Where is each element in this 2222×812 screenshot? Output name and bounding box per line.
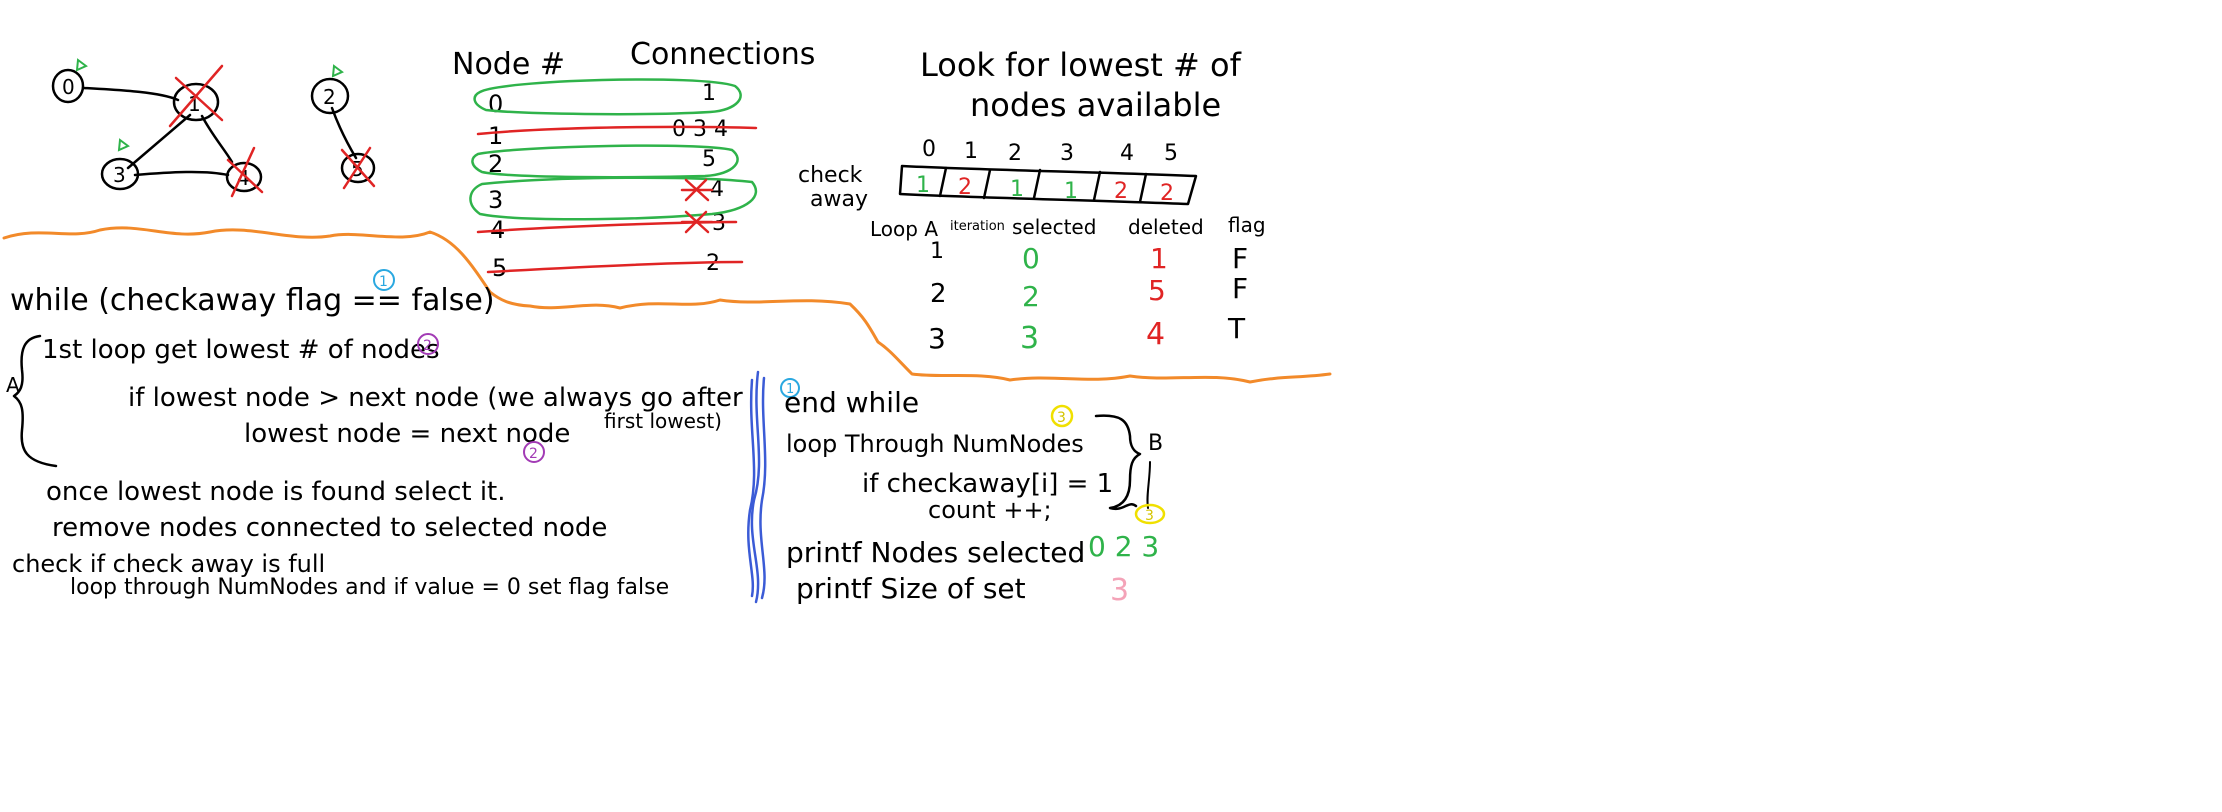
loop-row-3-flag: T <box>1227 312 1246 345</box>
code-end-while: end while <box>784 386 919 419</box>
cyan-marker-1b-label: 1 <box>786 382 794 397</box>
code-printf-1: printf Nodes selected <box>786 536 1085 569</box>
checkaway-cell-5: 2 <box>1160 181 1174 206</box>
loop-row-2-selected: 2 <box>1022 280 1040 313</box>
purple-marker-2b-label: 2 <box>529 446 538 462</box>
graph-a-node-0: 0 <box>62 75 75 99</box>
loop-row-1-selected: 0 <box>1022 242 1040 275</box>
lookfor-line-2: nodes available <box>970 86 1221 124</box>
loop-table: Loop A iteration selected deleted flag 1… <box>870 213 1266 356</box>
code-remove-line: remove nodes connected to selected node <box>52 513 607 543</box>
table-row-4-conn: 3 <box>712 211 726 236</box>
table-row-3-conn: 4 <box>710 177 724 202</box>
purple-marker-2a <box>417 333 439 355</box>
code-right-count-line: count ++; <box>928 496 1052 524</box>
deleted-row-strikes <box>476 125 758 274</box>
loop-header-deleted: deleted <box>1128 215 1204 239</box>
loop-row-1-flag: F <box>1232 242 1248 275</box>
purple-marker-2a-label: 2 <box>423 338 432 354</box>
graph-b-green-marker <box>331 64 344 78</box>
lookfor-note: Look for lowest # of nodes available <box>920 46 1242 124</box>
loop-row-3-deleted: 4 <box>1146 317 1165 352</box>
connections-table: Node # Connections 0 1 1 0 3 4 2 5 3 4 4… <box>452 37 815 282</box>
loop-row-2-flag: F <box>1232 272 1248 305</box>
checkaway-box <box>898 164 1198 206</box>
code-right: 1 end while loop Through NumNodes 3 if c… <box>780 378 1166 608</box>
graph-b: 2 5 <box>310 64 376 190</box>
code-select-line: once lowest node is found select it. <box>46 477 506 507</box>
table-row-2-conn: 5 <box>702 147 716 172</box>
checkaway-cell-4: 2 <box>1114 179 1128 204</box>
graph-a-node-3: 3 <box>113 163 126 187</box>
loop-row-3-loop: 3 <box>928 322 946 355</box>
checkaway-cell-2: 1 <box>1010 177 1024 202</box>
table-row-1-conn: 0 3 4 <box>672 117 728 142</box>
checkaway-index-1: 1 <box>964 139 978 164</box>
orange-divider <box>2 226 1332 384</box>
checkaway-label-2: away <box>810 187 868 212</box>
graph-a-green-markers <box>75 58 130 152</box>
cyan-marker-1 <box>373 269 395 291</box>
yellow-marker-3a <box>1050 404 1074 428</box>
brace-b-label: B <box>1148 431 1163 456</box>
checkaway-index-2: 2 <box>1008 141 1022 166</box>
loop-row-3-selected: 3 <box>1020 321 1039 356</box>
table-row-1-node: 1 <box>488 122 503 150</box>
loop-header-iteration: iteration <box>950 219 1005 234</box>
table-row-5-node: 5 <box>492 254 507 282</box>
loop-row-2-deleted: 5 <box>1148 274 1166 307</box>
selected-row-loops <box>469 78 758 221</box>
table-row-2-node: 2 <box>488 150 503 178</box>
graph-a-cross-marks <box>168 64 264 198</box>
checkaway-index-5: 5 <box>1164 141 1178 166</box>
brace-a-label: A <box>6 373 20 397</box>
checkaway-index-4: 4 <box>1120 141 1134 166</box>
code-while-line: while (checkaway flag == false) <box>10 283 495 318</box>
code-right-loop-line: loop Through NumNodes <box>786 430 1084 458</box>
table-row-0-conn: 1 <box>702 81 716 106</box>
code-loop-line: 1st loop get lowest # of nodes <box>42 335 440 365</box>
lookfor-line-1: Look for lowest # of <box>920 46 1242 84</box>
loop-header-selected: selected <box>1012 215 1096 239</box>
graph-b-node-2: 2 <box>323 85 336 109</box>
code-left: while (checkaway flag == false) 1 A 1st … <box>6 269 743 600</box>
graph-a: 0 1 3 4 <box>51 58 264 198</box>
code-loop-through-line: loop through NumNodes and if value = 0 s… <box>70 575 669 600</box>
code-printf-1-values: 0 2 3 <box>1088 530 1159 563</box>
loop-row-1-loop: 1 <box>930 239 944 264</box>
loop-row-2-loop: 2 <box>930 279 947 309</box>
checkaway-index-3: 3 <box>1060 141 1074 166</box>
blue-scribble-divider <box>747 370 767 604</box>
table-header-node: Node # <box>452 47 565 82</box>
code-note-line: first lowest) <box>604 409 722 433</box>
code-right-if-line: if checkaway[i] = 1 <box>862 469 1113 499</box>
yellow-marker-3b-label: 3 <box>1145 508 1154 524</box>
cyan-marker-1-label: 1 <box>379 274 388 290</box>
loop-header-flag: flag <box>1228 213 1266 237</box>
cyan-marker-1b <box>780 378 800 398</box>
graph-b-cross-marks <box>340 146 376 190</box>
checkaway-index-0: 0 <box>922 137 936 162</box>
code-printf-2: printf Size of set <box>796 572 1026 605</box>
yellow-marker-3a-label: 3 <box>1057 410 1066 426</box>
purple-marker-2b <box>523 441 545 463</box>
checkaway-array: check away 0 1 2 3 4 5 1 2 1 1 2 2 <box>798 137 1198 212</box>
code-check-line: check if check away is full <box>12 550 325 578</box>
loop-row-1-deleted: 1 <box>1150 242 1168 275</box>
checkaway-cell-0: 1 <box>916 173 930 198</box>
code-printf-2-value: 3 <box>1110 573 1129 608</box>
code-if-line: if lowest node > next node (we always go… <box>128 383 743 413</box>
table-header-connections: Connections <box>630 37 815 72</box>
checkaway-label-1: check <box>798 163 863 188</box>
table-row-3-node: 3 <box>488 186 503 214</box>
loop-header-loop: Loop A <box>870 217 938 241</box>
yellow-marker-3b <box>1134 503 1166 525</box>
checkaway-cell-1: 2 <box>958 175 972 200</box>
brace-a <box>12 334 58 468</box>
code-assign-line: lowest node = next node <box>244 419 570 449</box>
checkaway-cell-3: 1 <box>1064 179 1078 204</box>
brace-b <box>1094 414 1142 511</box>
table-row-0-node: 0 <box>488 90 503 118</box>
